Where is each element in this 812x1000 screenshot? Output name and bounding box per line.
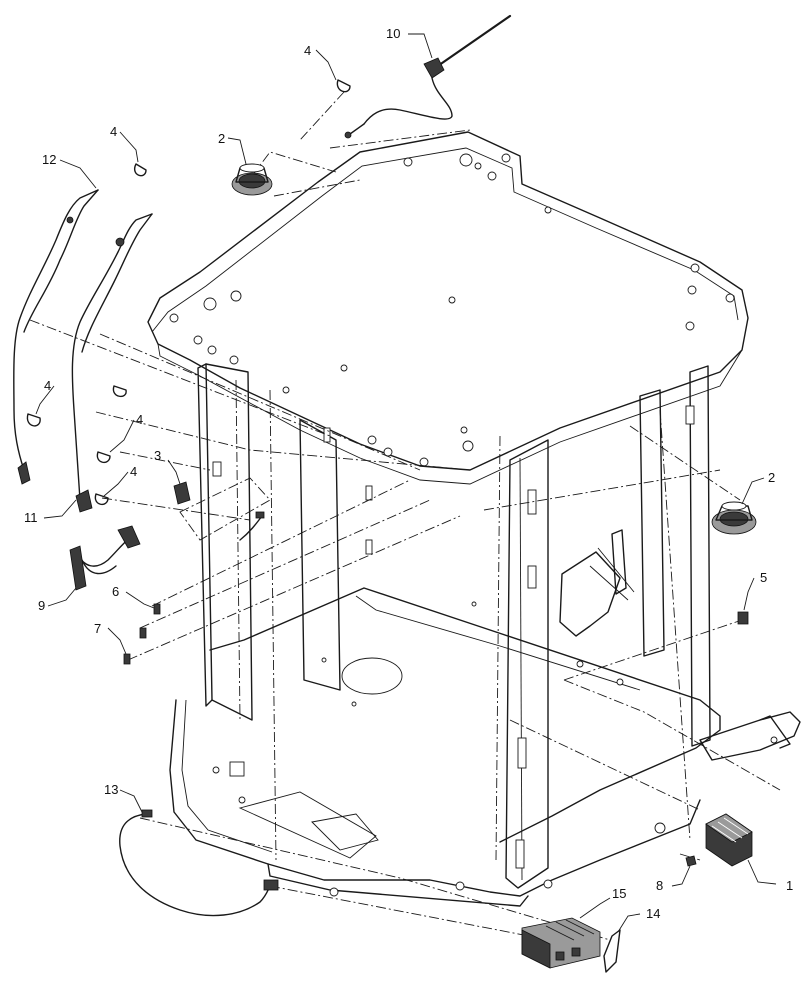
- clip-part-5: [737, 611, 749, 625]
- callout-1: 1: [786, 878, 793, 893]
- callout-3: 3: [154, 448, 161, 463]
- callout-12: 12: [42, 152, 56, 167]
- speaker-part-2-left: [231, 163, 273, 196]
- callout-4-harness-clip: 4: [110, 124, 117, 139]
- callout-labels: 1 2 2 3 4 4 4 4 4 5 6 7 8 9 10 11 12 13 …: [24, 26, 793, 921]
- callout-4-left-clip: 4: [44, 378, 51, 393]
- callout-9: 9: [38, 598, 45, 613]
- front-bulkhead: [169, 699, 701, 897]
- callout-4-antenna-clip: 4: [304, 43, 311, 58]
- callout-13: 13: [104, 782, 118, 797]
- right-front-pillar: [505, 439, 549, 889]
- cab-roof: [147, 131, 749, 471]
- clip-part-4f: [94, 493, 109, 505]
- cable-part-13: [119, 809, 279, 917]
- fastener-part-7: [123, 653, 131, 665]
- harness-part-11: [71, 213, 153, 513]
- clip-part-4a: [336, 79, 351, 93]
- callout-15: 15: [612, 886, 626, 901]
- harness-part-12: [13, 189, 99, 485]
- antenna-part-10: [344, 14, 512, 139]
- relay-module-part-1: [705, 813, 753, 867]
- fastener-part-6a: [153, 603, 161, 615]
- callout-leaders: [35, 33, 777, 933]
- clip-part-4e: [96, 451, 111, 463]
- callout-11: 11: [24, 510, 38, 525]
- bracket-part-14: [603, 929, 621, 973]
- connector-harness-part-9: [69, 525, 141, 591]
- controller-part-15: [521, 917, 601, 969]
- callout-14: 14: [646, 906, 660, 921]
- right-rear-pillar: [639, 389, 665, 657]
- callout-2-right: 2: [768, 470, 775, 485]
- clip-part-4c: [26, 413, 41, 427]
- switch-part-3: [173, 481, 191, 505]
- door-latch-mechanism: [559, 551, 621, 637]
- speaker-part-2-right: [711, 501, 757, 535]
- callout-4-lower-clip: 4: [130, 464, 137, 479]
- left-front-pillar: [197, 363, 213, 707]
- cab-floor: [209, 587, 721, 843]
- fastener-part-6b: [139, 627, 147, 639]
- callout-5: 5: [760, 570, 767, 585]
- callout-2-left: 2: [218, 131, 225, 146]
- callout-10: 10: [386, 26, 400, 41]
- callout-6: 6: [112, 584, 119, 599]
- cab-frame: [147, 131, 801, 907]
- callout-4-middle-clip: 4: [136, 412, 143, 427]
- callout-8: 8: [656, 878, 663, 893]
- assembly-centerlines: [29, 91, 781, 943]
- screw-part-8: [685, 855, 697, 867]
- clip-part-4d: [112, 385, 127, 397]
- callout-7: 7: [94, 621, 101, 636]
- clip-part-4b: [134, 163, 147, 177]
